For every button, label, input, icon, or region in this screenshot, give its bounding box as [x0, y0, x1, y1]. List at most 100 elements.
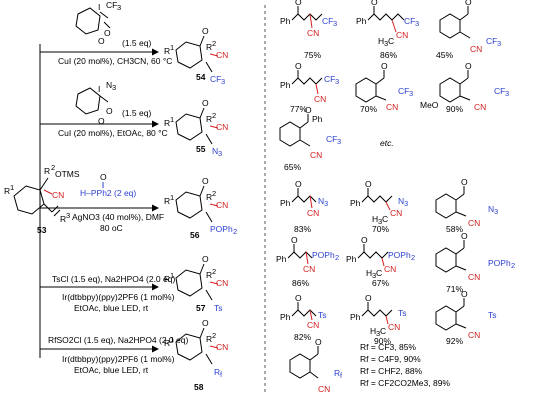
- svg-text:CF: CF: [324, 74, 335, 84]
- yield-n3-1: 83%: [294, 224, 311, 234]
- yield-cf3-1: 75%: [304, 50, 321, 60]
- svg-text:CN: CN: [307, 208, 319, 218]
- svg-text:O: O: [461, 231, 468, 241]
- svg-text:H: H: [366, 268, 372, 278]
- ts-product-3: O Ts CN 92%: [435, 289, 497, 346]
- yield-cf3-5: 70%: [360, 104, 377, 114]
- svg-text:R: R: [206, 42, 212, 52]
- svg-text:CN: CN: [470, 44, 482, 54]
- yield-pph2-2: 67%: [372, 278, 389, 288]
- svg-text:3: 3: [333, 19, 337, 28]
- svg-text:O: O: [98, 36, 105, 46]
- svg-text:CN: CN: [388, 322, 400, 332]
- svg-text:CF: CF: [398, 86, 409, 96]
- svg-text:1: 1: [170, 335, 174, 344]
- svg-text:OTMS: OTMS: [55, 169, 80, 179]
- svg-text:CN: CN: [307, 28, 319, 38]
- svg-text:O: O: [295, 179, 302, 189]
- svg-text:O: O: [295, 61, 302, 71]
- svg-text:R: R: [206, 114, 212, 124]
- r4-conditions-3: EtOAc, blue LED, rt: [74, 303, 149, 313]
- svg-text:CN: CN: [384, 264, 396, 274]
- svg-text:N: N: [212, 146, 218, 156]
- yield-cf3-7: 65%: [284, 162, 301, 172]
- svg-text:O: O: [295, 0, 302, 7]
- svg-text:R: R: [334, 368, 340, 378]
- svg-text:I: I: [98, 2, 100, 12]
- svg-text:3: 3: [221, 77, 225, 86]
- svg-text:C: C: [380, 326, 386, 336]
- svg-text:R: R: [164, 196, 170, 206]
- svg-text:3: 3: [494, 207, 498, 216]
- rf-entry-4: Rf = CF2CO2Me3, 89%: [360, 378, 450, 388]
- yield-cf3-6: 90%: [446, 104, 463, 114]
- svg-text:2: 2: [212, 111, 216, 120]
- r5-conditions-1: RfSO2Cl (1.5 eq), Na2HPO4 (2.0 eq): [48, 335, 188, 345]
- rf-yield-list: Rf = CF3, 85% Rf = C4F9, 90% Rf = CHF2, …: [360, 342, 450, 388]
- yield-pph2-1: 86%: [292, 278, 309, 288]
- svg-text:Ts: Ts: [214, 303, 223, 313]
- svg-text:Ph: Ph: [312, 114, 323, 124]
- svg-text:O: O: [202, 176, 209, 186]
- svg-text:POPh: POPh: [488, 258, 511, 268]
- svg-text:1: 1: [10, 183, 14, 192]
- svg-text:3: 3: [335, 77, 339, 86]
- r1-equiv: (1.5 eq): [122, 38, 151, 48]
- svg-text:O: O: [98, 116, 105, 126]
- svg-text:CN: CN: [52, 190, 64, 200]
- svg-text:O: O: [202, 98, 209, 108]
- yield-cf3-3: 45%: [436, 50, 453, 60]
- svg-text:3: 3: [409, 89, 413, 98]
- svg-text:O: O: [461, 177, 468, 187]
- svg-text:O: O: [202, 26, 209, 36]
- svg-text:O: O: [104, 28, 111, 38]
- r3-reagent: H–PPh2 (2 eq): [80, 188, 136, 198]
- yield-cf3-4: 77%: [290, 104, 307, 114]
- svg-text:CN: CN: [468, 218, 480, 228]
- svg-text:R: R: [164, 118, 170, 128]
- svg-text:O: O: [381, 61, 388, 71]
- svg-text:2: 2: [212, 39, 216, 48]
- svg-text:CN: CN: [468, 330, 480, 340]
- svg-text:O: O: [315, 337, 322, 347]
- svg-text:H: H: [372, 214, 378, 224]
- svg-text:O: O: [371, 0, 378, 7]
- yield-ts-3: 92%: [446, 336, 463, 346]
- svg-text:O: O: [361, 235, 368, 245]
- svg-text:N: N: [398, 196, 404, 206]
- r3-conditions-2: 80 oC: [100, 223, 123, 233]
- svg-text:CN: CN: [468, 272, 480, 282]
- svg-text:3: 3: [324, 199, 328, 208]
- svg-text:O: O: [202, 254, 209, 264]
- svg-text:C: C: [376, 268, 382, 278]
- svg-text:Ts: Ts: [398, 308, 407, 318]
- svg-text:3: 3: [117, 3, 121, 12]
- svg-text:O: O: [295, 293, 302, 303]
- svg-text:2: 2: [335, 253, 339, 262]
- svg-text:C: C: [382, 214, 388, 224]
- svg-text:R: R: [164, 338, 170, 348]
- svg-text:3: 3: [218, 149, 222, 158]
- svg-text:3: 3: [66, 211, 70, 220]
- svg-text:Ts: Ts: [318, 310, 327, 320]
- r5-conditions-3: EtOAc, blue LED, rt: [74, 365, 149, 375]
- svg-text:3: 3: [337, 137, 341, 146]
- svg-text:2: 2: [212, 189, 216, 198]
- svg-text:O: O: [100, 172, 107, 182]
- svg-text:3: 3: [505, 89, 509, 98]
